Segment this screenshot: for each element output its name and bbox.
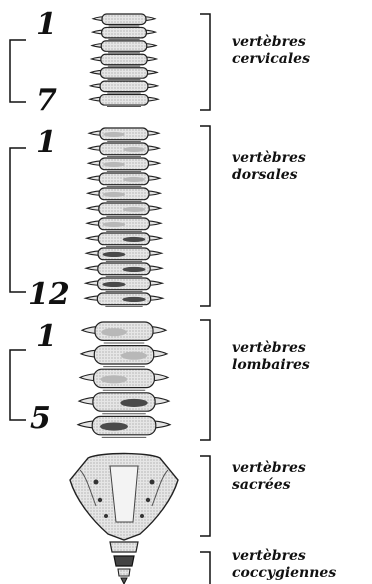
coccygeal-right-bracket [200,552,210,584]
lumbar-label-line2: lombaires [232,357,310,374]
cervical-label-line2: cervicales [232,51,310,68]
cervical-vertebra-5 [91,68,157,80]
dorsal-vertebra-9 [86,248,162,261]
dorsal-vertebra-1 [89,128,159,141]
dorsal-label: vertèbres dorsales [232,150,306,184]
dorsal-vertebra-10 [86,263,162,276]
sacral-label-line2: sacrées [232,477,306,494]
dorsal-vertebra-11 [86,278,163,291]
dorsal-right-bracket [200,126,210,306]
sacral-label-line1: vertèbres [232,460,306,477]
cervical-right-bracket [200,14,210,110]
dorsal-first-number: 1 [36,128,57,158]
left-brackets [10,40,26,420]
cervical-vertebra-2 [92,27,155,39]
lumbar-left-bracket [10,350,26,420]
cervical-vertebra-7 [90,95,158,107]
lumbar-vertebra-2 [81,346,167,367]
dorsal-vertebra-8 [87,233,162,246]
lumbar-vertebra-3 [80,369,168,390]
cervical-left-bracket [10,40,26,102]
dorsal-vertebra-4 [88,173,160,186]
sacrum-bone [70,454,178,541]
dorsal-vertebra-12 [85,293,163,306]
lumbar-vertebra-1 [82,322,166,343]
lumbar-first-number: 1 [36,322,57,352]
coccygeal-label-line2: coccygiennes [232,565,336,582]
cervical-vertebra-3 [92,41,156,53]
cervical-last-number: 7 [36,86,57,116]
dorsal-label-line2: dorsales [232,167,306,184]
cervical-first-number: 1 [36,10,57,40]
lumbar-last-number: 5 [30,404,51,434]
lumbar-right-bracket [200,320,210,440]
dorsal-vertebra-7 [87,218,161,231]
cervical-vertebra-6 [90,81,157,93]
dorsal-vertebra-6 [87,203,161,216]
sacral-label: vertèbres sacrées [232,460,306,494]
cervical-label-line1: vertèbres [232,34,310,51]
dorsal-vertebra-2 [89,143,160,156]
sacral-right-bracket [200,456,210,536]
coccygeal-label: vertèbres coccygiennes [232,548,336,582]
dorsal-last-number: 12 [28,280,70,310]
coccyx-bone [110,542,138,584]
cervical-vertebra-1 [93,14,155,26]
cervical-vertebra-4 [91,54,156,66]
lumbar-vertebra-5 [78,416,170,437]
lumbar-label-line1: vertèbres [232,340,310,357]
right-brackets [200,14,210,584]
dorsal-left-bracket [10,148,26,292]
lumbar-label: vertèbres lombaires [232,340,310,374]
lumbar-vertebra-4 [79,393,169,414]
coccygeal-label-line1: vertèbres [232,548,336,565]
dorsal-vertebra-3 [88,158,159,171]
dorsal-label-line1: vertèbres [232,150,306,167]
dorsal-vertebra-5 [88,188,161,201]
vertebral-column [78,14,170,437]
cervical-label: vertèbres cervicales [232,34,310,68]
